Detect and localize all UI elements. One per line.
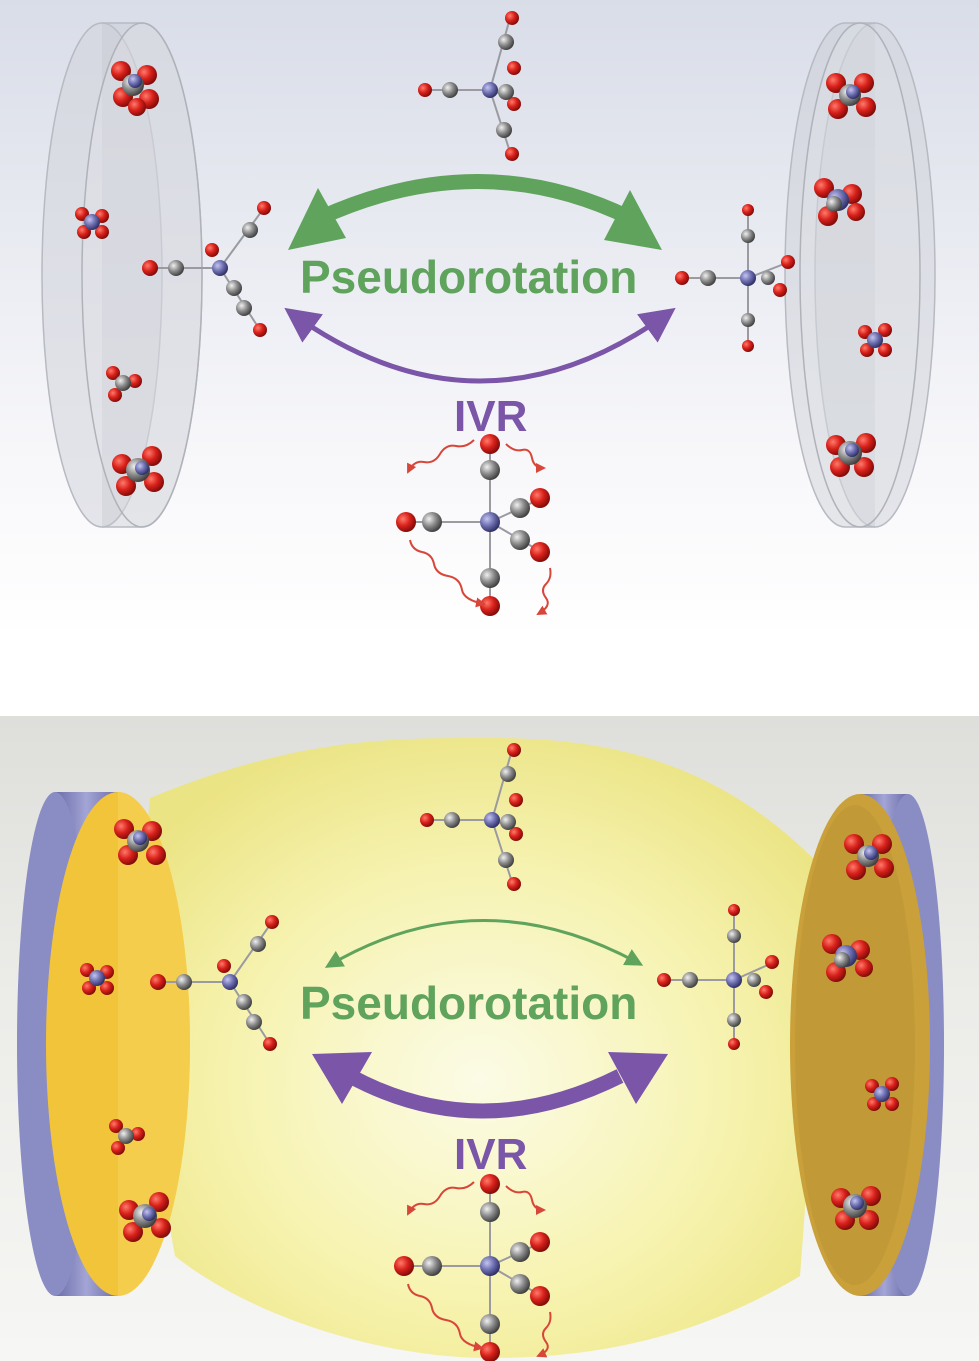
cavity-field bbox=[130, 737, 830, 1358]
panel-in-cavity: Pseudorotation IVR bbox=[0, 716, 979, 1361]
ivr-wave-arrow bbox=[505, 443, 546, 473]
molecule-right bbox=[675, 204, 795, 352]
right-mirror-molecules bbox=[814, 73, 892, 477]
molecule-cluster bbox=[826, 73, 876, 119]
left-mirror-molecules bbox=[75, 61, 164, 496]
molecule-cluster bbox=[831, 1186, 881, 1230]
left-mirror-molecules bbox=[80, 819, 171, 1242]
molecule-ivr-bottom bbox=[394, 1174, 552, 1361]
pseudorotation-label: Pseudorotation bbox=[300, 977, 638, 1029]
ivr-label: IVR bbox=[454, 1130, 528, 1179]
ivr-wave-arrow bbox=[407, 1181, 475, 1216]
molecule-cluster bbox=[119, 1192, 171, 1242]
top-illustration bbox=[41, 11, 936, 616]
molecule-cluster bbox=[80, 963, 114, 995]
molecule-cluster bbox=[112, 446, 164, 496]
molecule-cluster bbox=[844, 834, 894, 880]
ivr-wave-arrow bbox=[409, 539, 486, 608]
pseudorotation-arrow bbox=[288, 174, 662, 250]
molecule-left bbox=[142, 201, 271, 337]
molecule-cluster bbox=[826, 433, 876, 477]
panel-no-cavity: Pseudorotation IVR bbox=[0, 0, 979, 640]
ivr-wave-arrow bbox=[536, 567, 552, 615]
right-mirror-molecules bbox=[822, 834, 899, 1230]
molecule-ivr-bottom bbox=[396, 434, 552, 616]
molecule-left bbox=[150, 915, 279, 1051]
bottom-illustration bbox=[17, 737, 944, 1361]
pseudorotation-label: Pseudorotation bbox=[300, 251, 638, 303]
ivr-wave-arrow bbox=[407, 1283, 484, 1352]
molecule-cluster bbox=[109, 1119, 145, 1155]
ivr-wave-arrow bbox=[407, 439, 475, 474]
pseudorotation-arrow bbox=[324, 919, 644, 968]
ivr-wave-arrow bbox=[505, 1185, 546, 1215]
molecule-cluster bbox=[114, 819, 166, 865]
molecule-top-center bbox=[418, 11, 521, 161]
molecule-top-center bbox=[420, 743, 523, 891]
molecule-cluster bbox=[814, 178, 865, 226]
left-mirror bbox=[17, 792, 190, 1296]
molecule-cluster bbox=[106, 366, 142, 402]
right-mirror bbox=[784, 22, 936, 528]
molecule-right bbox=[657, 904, 779, 1050]
ivr-arrow bbox=[312, 1052, 668, 1119]
right-mirror bbox=[790, 794, 944, 1296]
ivr-label: IVR bbox=[454, 392, 528, 441]
molecule-cluster bbox=[865, 1077, 899, 1111]
ivr-arrow bbox=[284, 307, 676, 384]
ivr-wave-arrow bbox=[536, 1311, 552, 1358]
molecule-cluster bbox=[75, 207, 109, 239]
molecule-cluster bbox=[858, 323, 892, 357]
molecule-cluster bbox=[822, 934, 873, 982]
molecule-cluster bbox=[111, 61, 159, 116]
